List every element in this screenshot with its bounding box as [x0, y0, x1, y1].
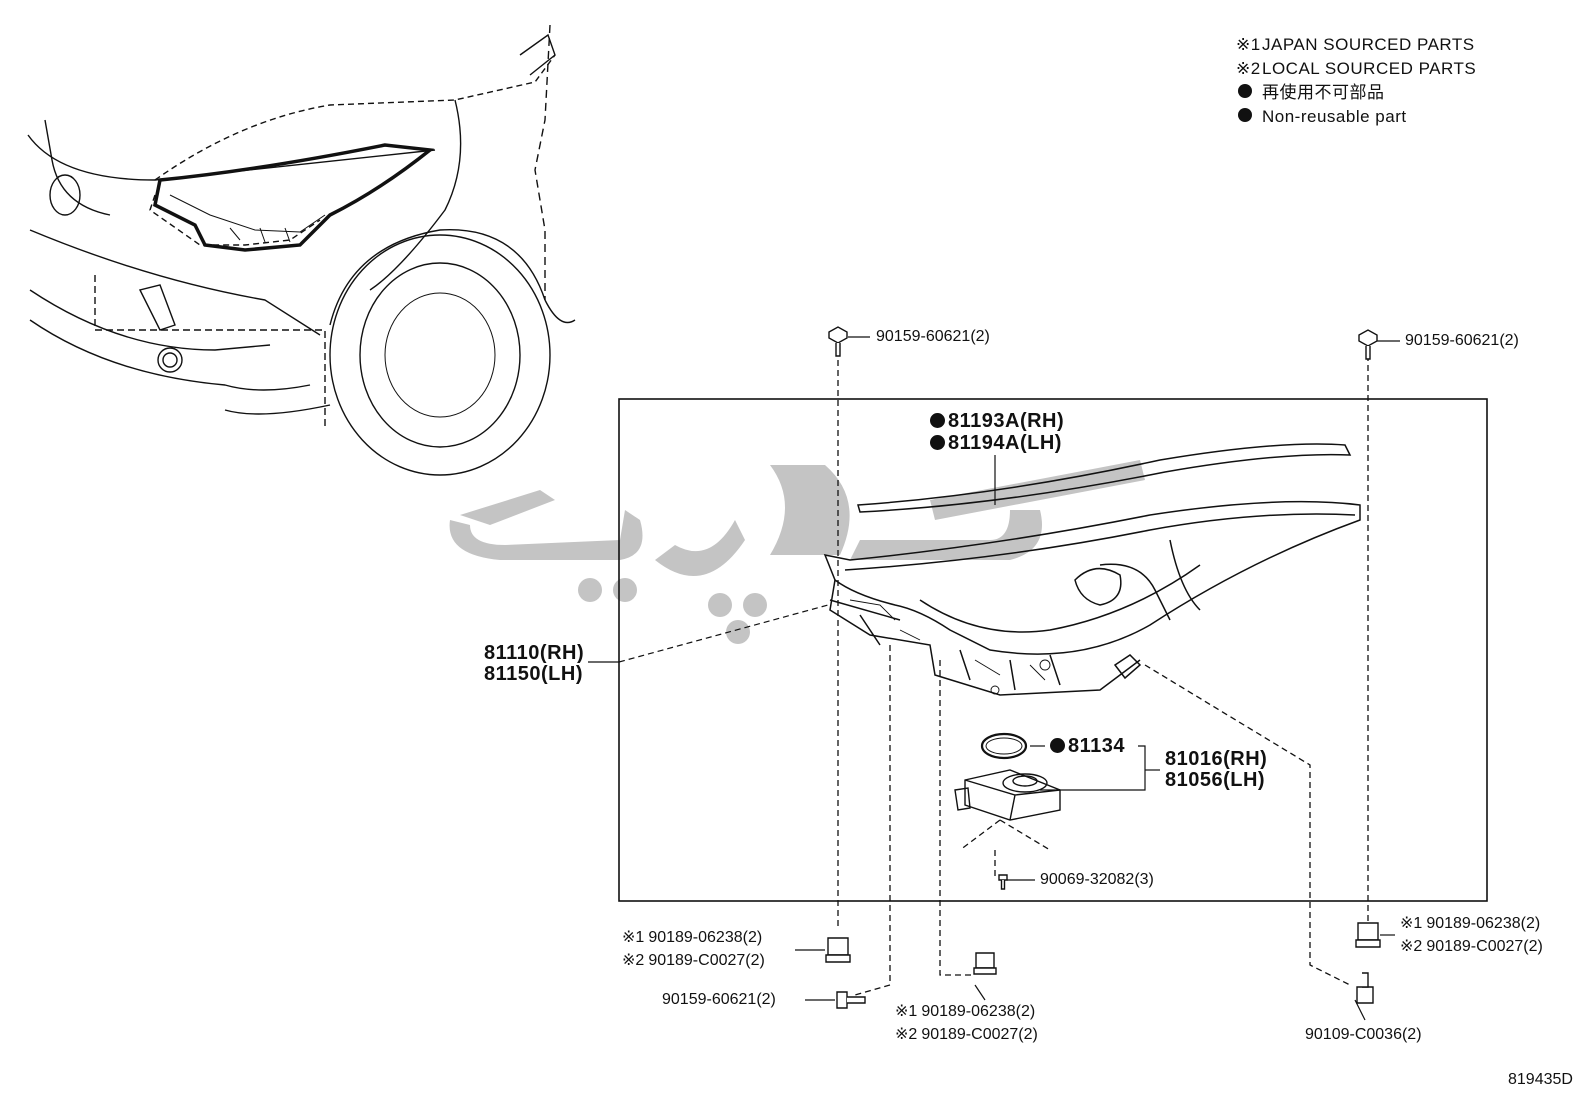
japan-mark: ※1 [1400, 915, 1423, 932]
bolt-icon [1358, 329, 1378, 360]
callout-gasket-lh: 81194A(LH) [930, 433, 1062, 454]
legend-text: JAPAN SOURCED PARTS [1262, 35, 1475, 54]
bolt-icon [828, 326, 848, 357]
legend-row: ※2 LOCAL SOURCED PARTS [1236, 57, 1476, 81]
parts-frame [618, 398, 1488, 902]
part-number: 81193A(RH) [948, 410, 1065, 432]
nut-icon [973, 952, 997, 975]
leader-lines [588, 336, 1400, 1021]
screw-icon [998, 874, 1008, 890]
part-number: 81134 [1068, 735, 1126, 757]
diagram-id: 819435D [1508, 1071, 1573, 1088]
vehicle-headlamp-detail [169, 194, 326, 243]
nut-icon [1355, 922, 1381, 948]
non-reusable-bullet-icon [1238, 84, 1252, 98]
part-number: 90189-06238(2) [921, 1003, 1036, 1020]
callout-bolt-top-left: 90159-60621(2) [876, 328, 990, 345]
nut-icon [825, 937, 851, 963]
callout-o-ring: 81134 [1050, 736, 1125, 757]
headlamp-assembly [823, 500, 1361, 696]
callout-ballast-lh: 81056(LH) [1165, 769, 1266, 791]
guide-lines [837, 350, 1369, 996]
part-number: 81194A(LH) [948, 432, 1062, 454]
japan-mark: ※1 [622, 929, 645, 946]
callout-gasket-rh: 81193A(RH) [930, 411, 1064, 432]
vehicle-headlamp-outline [153, 143, 435, 252]
part-number: 90189-06238(2) [648, 929, 763, 946]
non-reusable-bullet-icon [930, 435, 945, 450]
callout-left-bolt: 90159-60621(2) [662, 991, 776, 1008]
o-ring [980, 732, 1028, 760]
legend-mark: ※1 [1236, 35, 1261, 54]
non-reusable-bullet-icon [1238, 108, 1252, 122]
legend-mark: ※2 [1236, 59, 1261, 78]
non-reusable-bullet-icon [930, 413, 945, 428]
fastener-icons [825, 326, 1381, 1009]
legend-text: 再使用不可部品 [1262, 83, 1385, 102]
local-mark: ※2 [622, 952, 645, 969]
japan-mark: ※1 [895, 1003, 918, 1020]
legend-row: Non-reusable part [1236, 105, 1476, 129]
part-number: 90189-C0027(2) [921, 1026, 1038, 1043]
callout-bolt-top-right: 90159-60621(2) [1405, 332, 1519, 349]
headlamp-details [849, 599, 1051, 695]
bolt-icon [836, 991, 866, 1009]
legend-row: 再使用不可部品 [1236, 81, 1476, 105]
legend: ※1 JAPAN SOURCED PARTS ※2 LOCAL SOURCED … [1236, 33, 1476, 129]
callout-ballast-rh: 81016(RH) [1165, 748, 1268, 770]
callout-headlamp-rh: 81110(RH) [484, 642, 585, 664]
legend-text: LOCAL SOURCED PARTS [1262, 59, 1477, 78]
local-mark: ※2 [895, 1026, 918, 1043]
gasket-strip [857, 443, 1352, 513]
callout-right-bolt: 90109-C0036(2) [1305, 1026, 1422, 1043]
part-number: 90189-C0027(2) [1426, 938, 1543, 955]
legend-text: Non-reusable part [1262, 107, 1407, 126]
callout-ballast-screw: 90069-32082(3) [1040, 871, 1154, 888]
vehicle-front-drawing [27, 24, 576, 476]
local-mark: ※2 [1400, 938, 1423, 955]
bolt-icon [1356, 972, 1374, 1004]
part-number: 90189-06238(2) [1426, 915, 1541, 932]
part-number: 90189-C0027(2) [648, 952, 765, 969]
legend-mark [1236, 105, 1262, 129]
legend-row: ※1 JAPAN SOURCED PARTS [1236, 33, 1476, 57]
ballast-module [954, 769, 1061, 821]
legend-mark [1236, 81, 1262, 105]
callout-headlamp-lh: 81150(LH) [484, 663, 583, 685]
watermark-logo [449, 460, 1145, 644]
non-reusable-bullet-icon [1050, 738, 1065, 753]
